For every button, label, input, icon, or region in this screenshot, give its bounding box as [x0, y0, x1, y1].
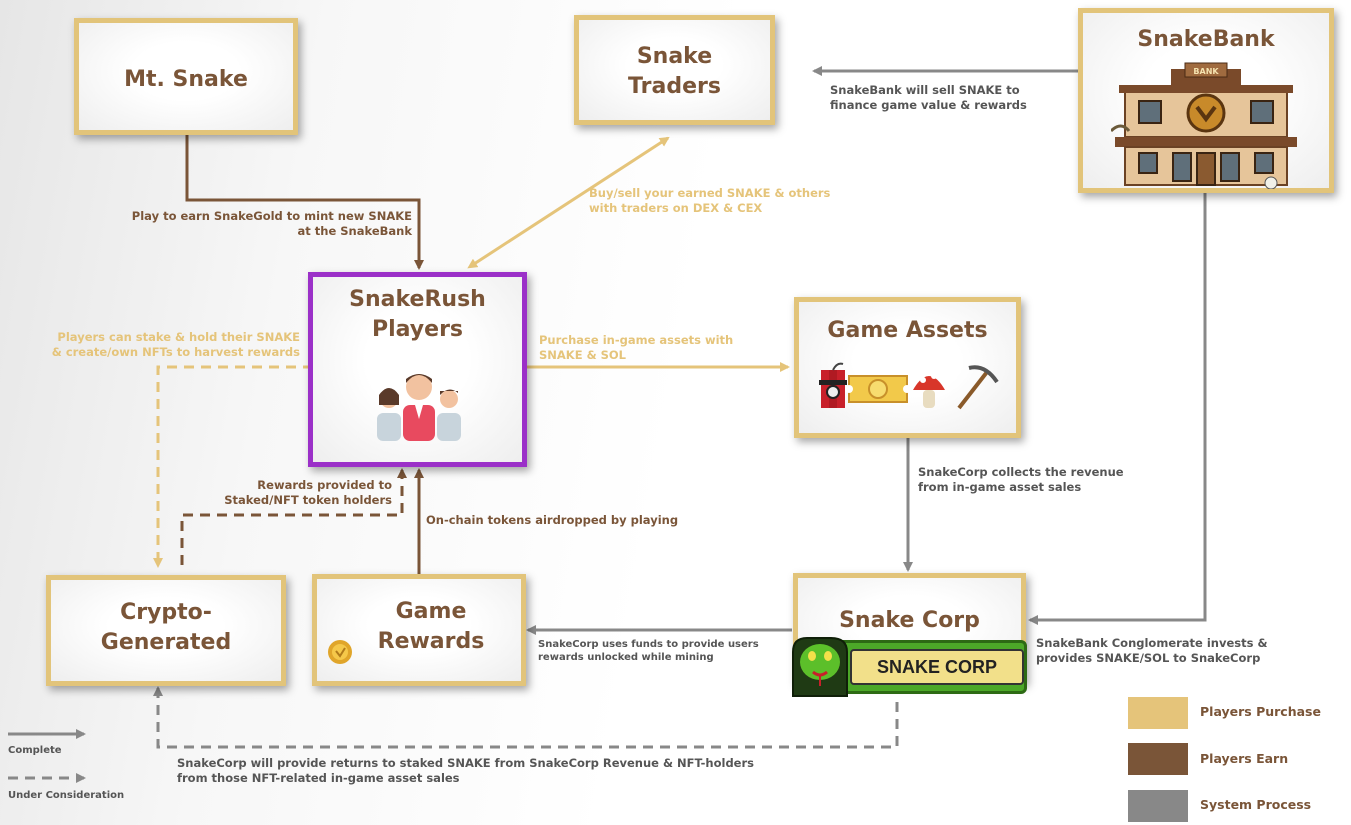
- legend-swatch-purchase: [1128, 697, 1188, 729]
- node-crypto-generated-title: Crypto- Generated: [100, 600, 232, 655]
- arrow-corp-to-crypto: [153, 686, 899, 749]
- arrow-bank-to-corp: [1028, 193, 1207, 625]
- node-snakebank-title: SnakeBank: [1137, 27, 1275, 52]
- golden-ticket-icon: [845, 375, 911, 403]
- legend-label-earn: Players Earn: [1200, 751, 1289, 766]
- node-mt-snake-title: Mt. Snake: [124, 67, 248, 92]
- legend-label-purchase: Players Purchase: [1200, 704, 1321, 719]
- node-snakebank: SnakeBank BANK: [1078, 8, 1334, 193]
- node-snakerush-players-title: SnakeRush Players: [349, 287, 486, 342]
- label-players-traders: Buy/sell your earned SNAKE & others with…: [589, 186, 831, 215]
- node-snake-corp-title: Snake Corp: [839, 608, 980, 633]
- node-mt-snake: Mt. Snake: [74, 18, 298, 135]
- node-game-rewards-title: Game Rewards: [377, 599, 485, 654]
- node-game-assets: Game Assets: [794, 297, 1021, 438]
- label-bank-to-traders: SnakeBank will sell SNAKE to finance gam…: [830, 83, 1027, 112]
- label-players-stake: Players can stake & hold their SNAKE & c…: [51, 330, 300, 359]
- arrow-crypto-to-players: [180, 468, 407, 565]
- gold-coin-icon: [328, 640, 352, 664]
- node-snake-traders-title: Snake Traders: [628, 44, 721, 99]
- arrow-players-traders: [467, 136, 670, 269]
- mushroom-icon: [913, 373, 945, 408]
- node-snake-traders: Snake Traders: [574, 15, 775, 125]
- pickaxe-icon: [957, 365, 999, 410]
- legend-swatch-system: [1128, 790, 1188, 822]
- label-bank-to-corp: SnakeBank Conglomerate invests & provide…: [1036, 636, 1268, 665]
- legend-swatch-earn: [1128, 743, 1188, 775]
- node-crypto-generated: Crypto- Generated: [46, 575, 286, 686]
- game-items-icon: [819, 362, 999, 410]
- key-complete-label: Complete: [8, 745, 62, 756]
- snake-corp-badge-label: SNAKE CORP: [850, 649, 1024, 685]
- key-under-consideration-label: Under Consideration: [8, 790, 125, 801]
- snake-mascot-icon: [792, 637, 848, 697]
- label-corp-to-rewards: SnakeCorp uses funds to provide users re…: [538, 639, 759, 663]
- node-snakerush-players: SnakeRush Players: [308, 272, 527, 467]
- label-assets-to-corp: SnakeCorp collects the revenue from in-g…: [918, 465, 1124, 494]
- label-rewards-to-players: On-chain tokens airdropped by playing: [426, 513, 679, 527]
- arrow-mt-to-players: [185, 135, 424, 270]
- snake-corp-badge-panel: SNAKE CORP: [827, 640, 1027, 694]
- node-game-assets-title: Game Assets: [827, 318, 988, 343]
- label-corp-to-crypto: SnakeCorp will provide returns to staked…: [177, 756, 754, 785]
- players-group-icon: [377, 374, 461, 441]
- arrow-players-stake: [153, 365, 313, 568]
- snake-corp-badge: SNAKE CORP: [787, 632, 1027, 700]
- label-players-to-assets: Purchase in-game assets with SNAKE & SOL: [539, 333, 734, 362]
- bank-sign-text: BANK: [1193, 67, 1219, 76]
- label-crypto-to-players: Rewards provided to Staked/NFT token hol…: [224, 478, 392, 507]
- node-game-rewards: Game Rewards: [312, 574, 526, 686]
- label-mt-to-players: Play to earn SnakeGold to mint new SNAKE…: [131, 209, 412, 238]
- legend-label-system: System Process: [1200, 797, 1312, 812]
- bank-building-icon: BANK: [1111, 62, 1297, 189]
- dynamite-icon: [819, 362, 847, 408]
